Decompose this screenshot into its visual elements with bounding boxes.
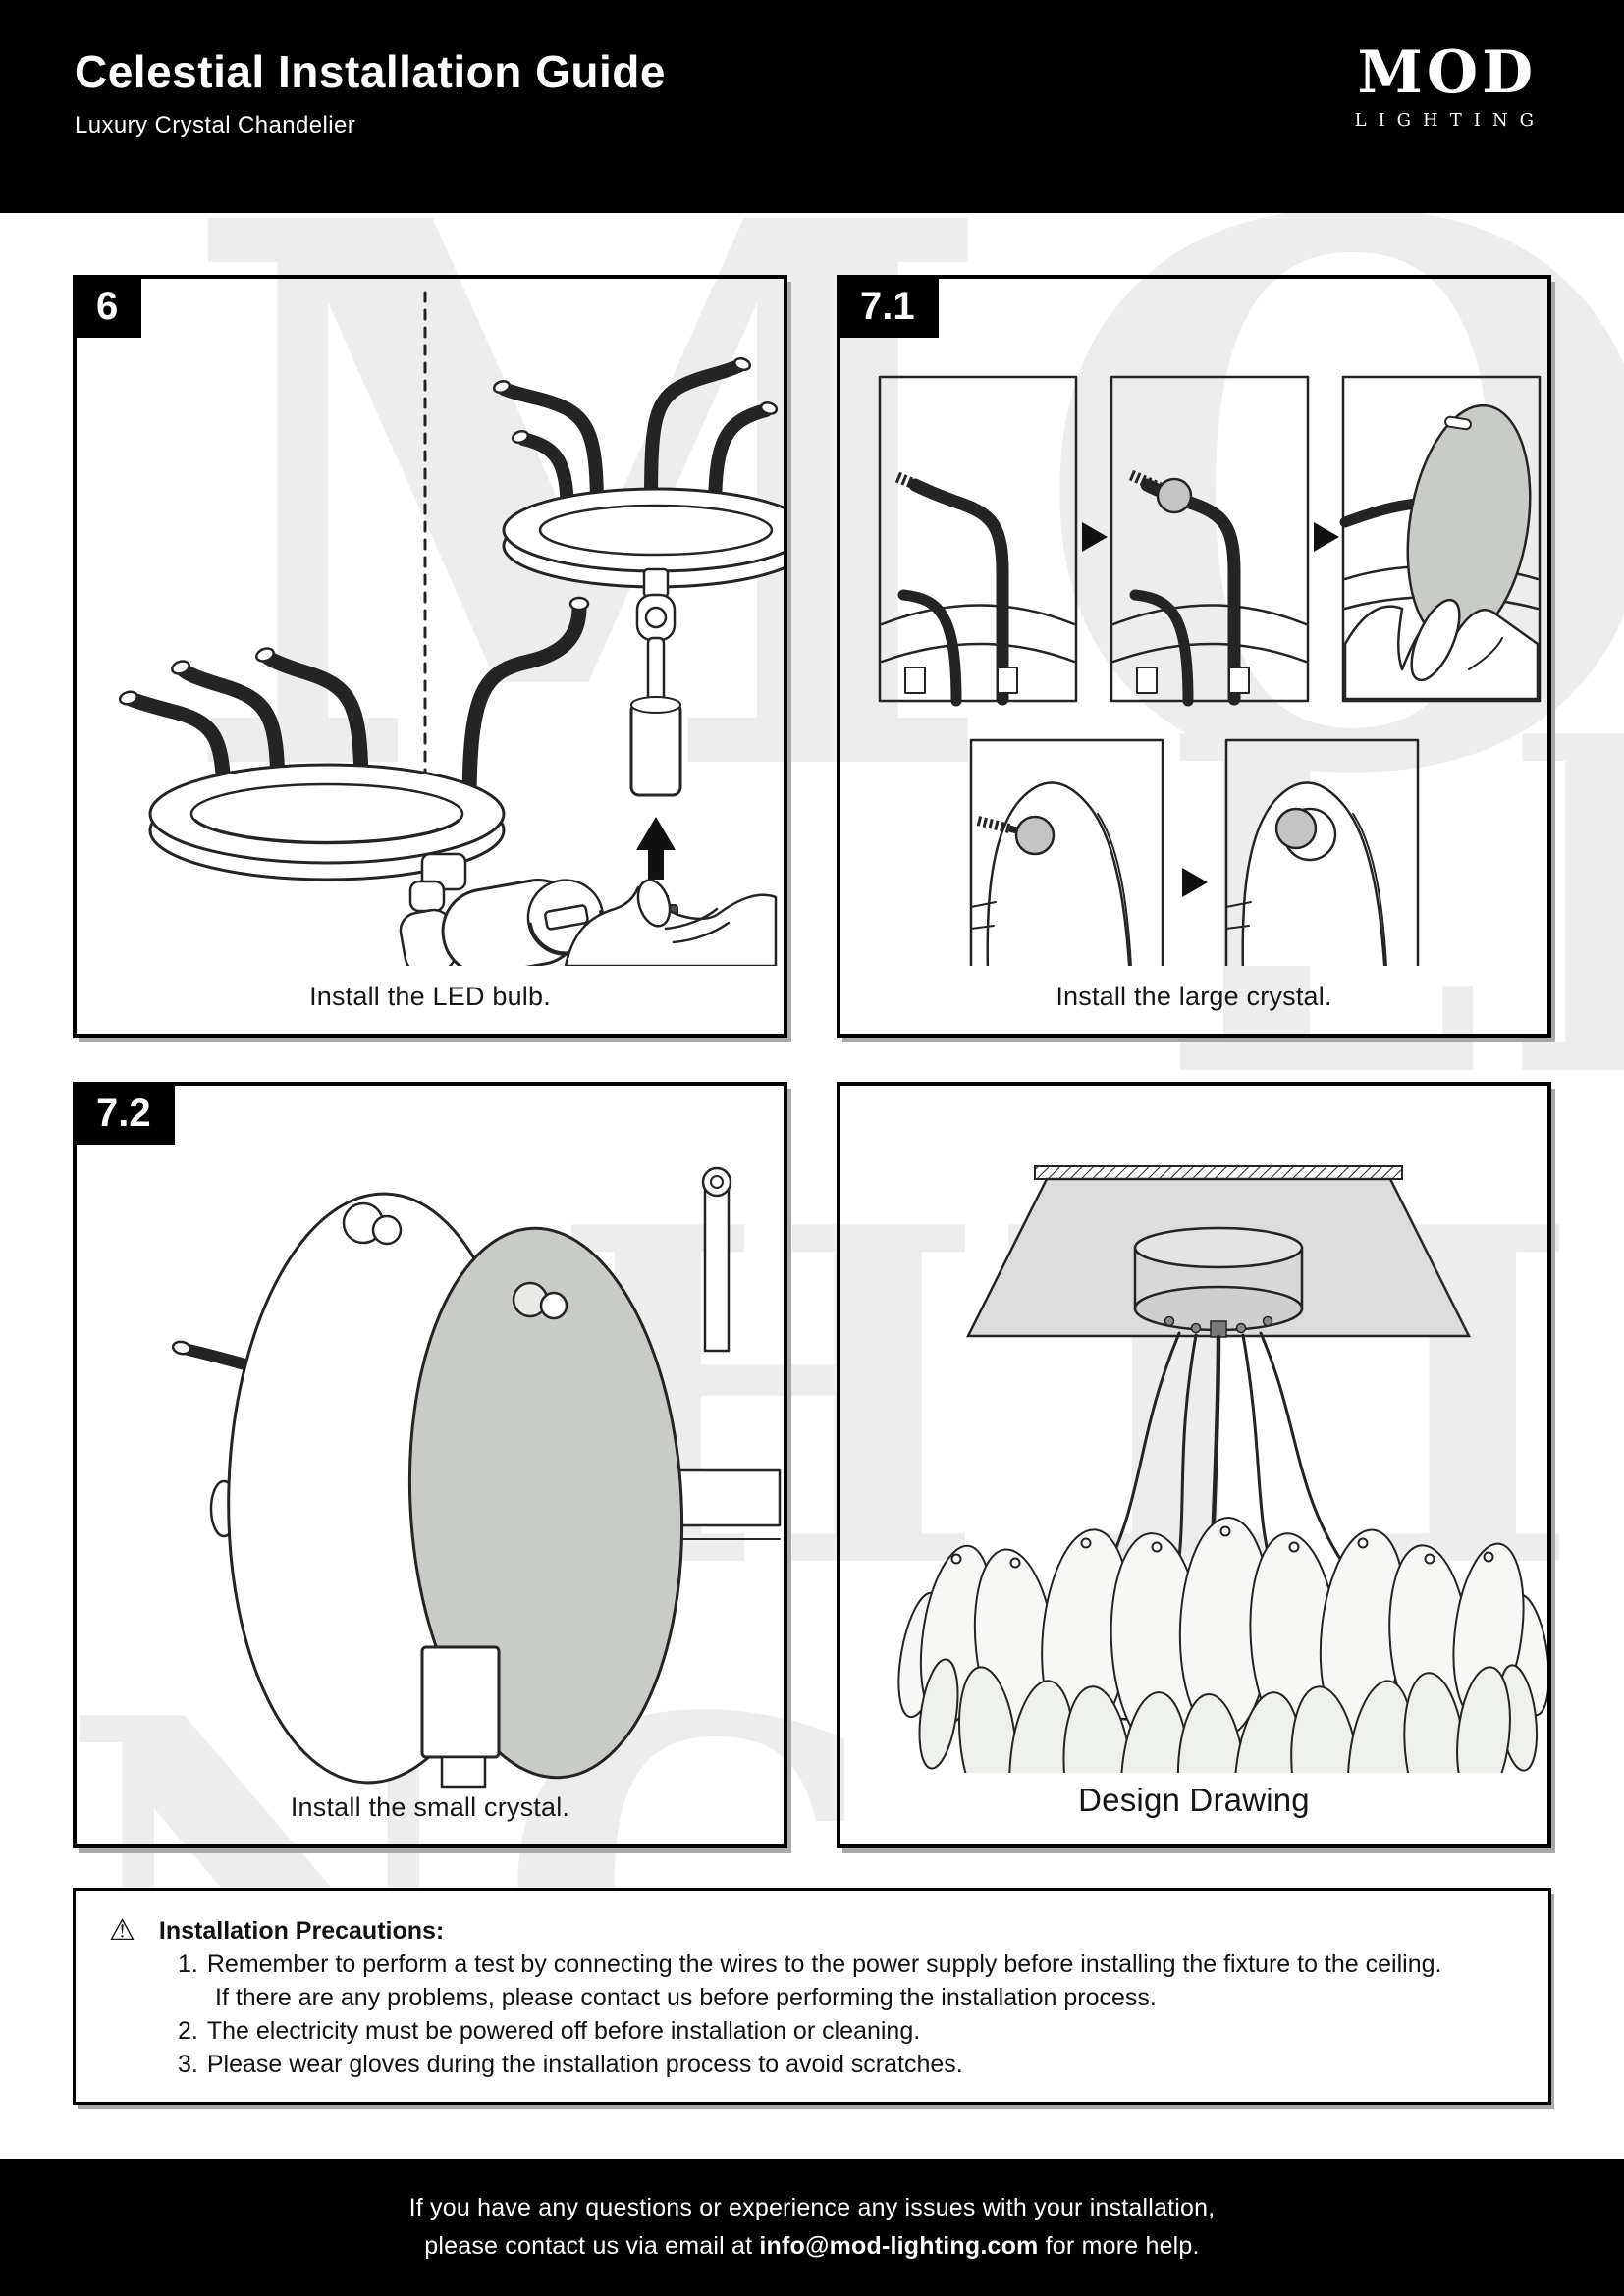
brand-logo-name: MOD [1357, 38, 1538, 107]
design-drawing-caption: Design Drawing [1078, 1782, 1310, 1818]
footer-line2-suffix: for more help. [1038, 2232, 1200, 2260]
crystal-discs-bottom-row [918, 1658, 1539, 1773]
page-title: Celestial Installation Guide [75, 46, 666, 97]
step72-illustration [171, 1166, 782, 1789]
warning-icon: ⚠ [109, 1913, 135, 1948]
subframe-4 [969, 738, 1164, 966]
pin-arm-with-washer [1111, 469, 1308, 707]
panel-step-7-2: 7.2 [73, 1082, 787, 1848]
footer-line1: If you have any questions or experience … [408, 2194, 1216, 2221]
header-bar: Celestial Installation Guide Luxury Crys… [0, 0, 1624, 213]
footer-line2: please contact us via email at info@mod-… [424, 2232, 1199, 2261]
precaution-text: The electricity must be powered off befo… [206, 2017, 921, 2045]
arrow-right-icon [1314, 522, 1339, 552]
step-number-badge: 7.2 [73, 1082, 175, 1145]
arrow-right-icon [1082, 522, 1108, 552]
precaution-text: Remember to perform a test by connecting… [206, 1950, 1442, 1978]
precautions-box: ⚠ Installation Precautions: 1. Remember … [73, 1888, 1551, 2105]
precaution-item: 2. The electricity must be powered off b… [105, 2014, 1519, 2048]
crystal-mounted [1225, 781, 1387, 966]
design-drawing-illustration [897, 1165, 1547, 1773]
precaution-text: If there are any problems, please contac… [215, 1984, 1157, 2011]
small-crystal-pair [227, 1192, 684, 1785]
brand-logo: MOD LIGHTING [1349, 43, 1545, 131]
page-subtitle: Luxury Crystal Chandelier [75, 112, 356, 138]
panel-step-6: 6 [73, 275, 787, 1038]
step71-illustration [878, 375, 1542, 966]
socket-rod-assembly [629, 567, 682, 797]
hand-with-crystal [1339, 403, 1540, 701]
hand-illustration [564, 879, 778, 966]
step-number-badge: 6 [73, 275, 142, 338]
panel-step-7-1: 7.1 [837, 275, 1551, 1038]
footer-bar: If you have any questions or experience … [0, 2159, 1624, 2296]
step6-illustration [118, 291, 784, 966]
arrow-up-icon [636, 817, 676, 880]
subframe-3 [1341, 375, 1542, 703]
subframe-2 [1110, 375, 1310, 703]
precautions-title: Installation Precautions: [158, 1917, 445, 1945]
subframe-5 [1224, 738, 1420, 966]
step72-caption: Install the small crystal. [290, 1792, 570, 1822]
socket-below [420, 1645, 501, 1789]
brand-logo-tagline: LIGHTING [1354, 110, 1545, 131]
pin-arm [880, 471, 1076, 707]
step6-caption: Install the LED bulb. [309, 982, 551, 1011]
precaution-text: Please wear gloves during the installati… [206, 2051, 963, 2078]
bulb-socket [399, 852, 605, 966]
panel-design-drawing: Design Drawing [837, 1082, 1551, 1848]
arrow-right-icon [1182, 868, 1208, 897]
subframe-1 [878, 375, 1078, 703]
crystal-discs-top-row [897, 1517, 1547, 1754]
footer-email: info@mod-lighting.com [759, 2232, 1039, 2260]
precaution-number: 1. [178, 1950, 198, 1978]
step-number-badge: 7.1 [837, 275, 939, 338]
ring-frame-left [118, 596, 590, 881]
precaution-item: 1. Remember to perform a test by connect… [105, 1948, 1519, 2014]
precaution-number: 2. [178, 2017, 198, 2045]
canopy [1133, 1226, 1304, 1338]
precaution-item: 3. Please wear gloves during the install… [105, 2048, 1519, 2081]
ring-frame-right [492, 356, 784, 589]
precaution-number: 3. [178, 2051, 198, 2078]
footer-line2-prefix: please contact us via email at [424, 2232, 760, 2260]
step71-caption: Install the large crystal. [1056, 982, 1332, 1011]
crystal-on-pin [970, 781, 1132, 966]
